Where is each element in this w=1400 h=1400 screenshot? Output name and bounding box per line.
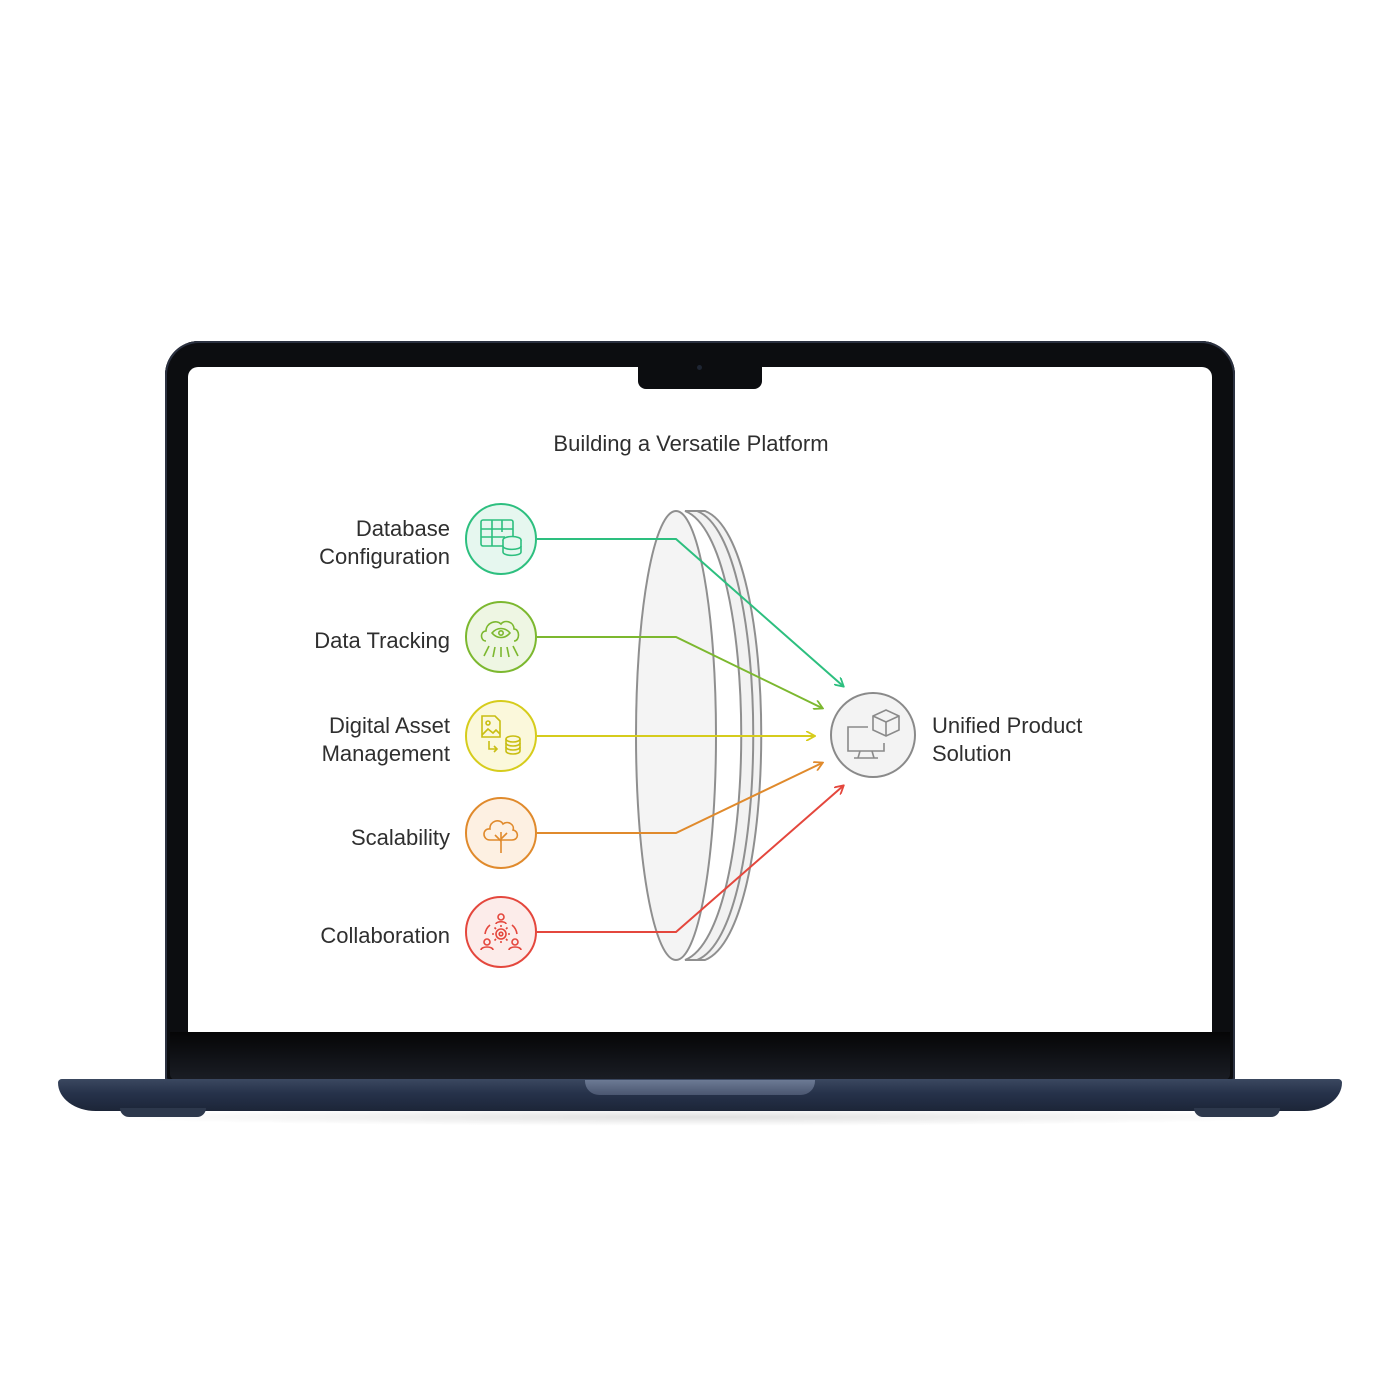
input-label-line: Management	[321, 741, 450, 766]
input-label-line: Scalability	[350, 825, 450, 850]
connector-scalability	[537, 763, 822, 834]
input-label-digital-asset-management: Digital Asset Management	[322, 712, 450, 768]
output-label-unified-product-solution: Unified Product Solution	[932, 712, 1082, 768]
laptop-foot-left	[120, 1108, 206, 1117]
input-label-scalability: Scalability	[351, 824, 450, 852]
team-gear-icon	[480, 913, 522, 951]
connector-database-configuration	[537, 538, 843, 686]
connector-collaboration	[537, 786, 843, 933]
input-label-data-tracking: Data Tracking	[314, 627, 450, 655]
output-label-line: Unified Product	[932, 713, 1083, 738]
node-scalability	[465, 797, 537, 869]
diagram-title: Building a Versatile Platform	[553, 431, 829, 456]
laptop-foot-right	[1194, 1108, 1280, 1117]
database-table-icon	[480, 519, 522, 557]
output-label-line: Solution	[932, 741, 1012, 766]
image-database-icon	[481, 715, 521, 755]
input-label-collaboration: Collaboration	[320, 922, 450, 950]
tree-icon	[483, 820, 519, 853]
node-database-configuration	[465, 503, 537, 575]
cloud-eye-icon	[480, 620, 520, 658]
input-label-line: Database	[355, 516, 450, 541]
camera-icon	[697, 365, 702, 370]
connector-data-tracking	[537, 636, 822, 708]
camera-notch	[638, 367, 762, 389]
node-digital-asset-management	[465, 700, 537, 772]
node-collaboration	[465, 896, 537, 968]
monitor-cube-icon	[847, 709, 900, 759]
input-label-database-configuration: Database Configuration	[319, 515, 450, 571]
laptop-bottom-bezel	[170, 1032, 1230, 1080]
input-label-line: Collaboration	[320, 923, 450, 948]
input-label-line: Configuration	[319, 544, 450, 569]
node-data-tracking	[465, 601, 537, 673]
laptop-opening-notch	[585, 1080, 815, 1095]
input-label-line: Digital Asset	[328, 713, 450, 738]
input-label-line: Data Tracking	[314, 628, 450, 653]
laptop-shadow	[90, 1108, 1310, 1126]
node-unified-product-solution	[830, 692, 916, 778]
